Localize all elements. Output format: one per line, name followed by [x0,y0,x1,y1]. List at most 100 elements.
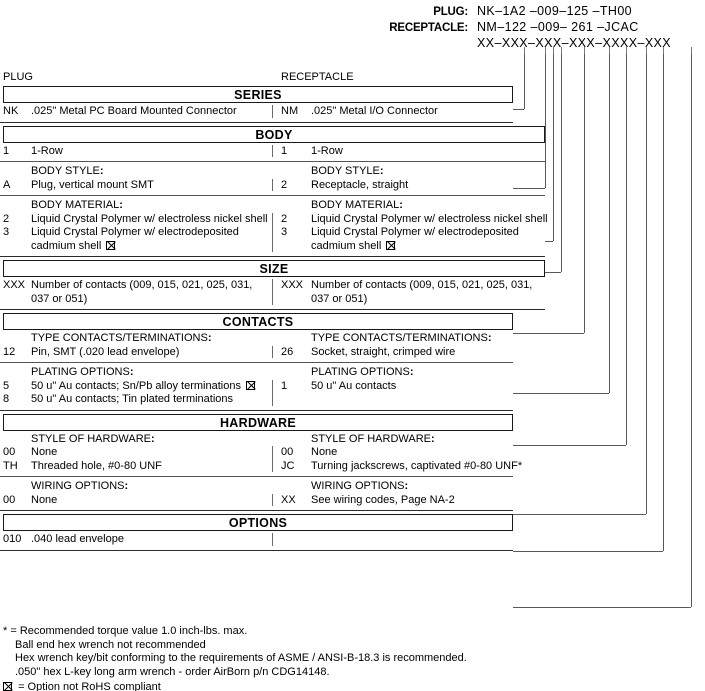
part-number-mask-row: XX–XXX–XXX–XXX–XXXX–XXX [0,36,705,51]
section-banner-body: BODY [3,125,545,143]
section-banner-size: SIZE [3,260,545,277]
rohs-x-box-icon [245,380,255,390]
section-rule [0,121,513,123]
leader-vertical-6 [626,52,627,445]
option-code-plug-5-0-0: 010 [3,533,22,545]
option-text-receptacle-0-0-0: .025" Metal I/O Connector [311,105,438,117]
leader-vertical-0 [524,52,525,109]
leader-vertical-3 [561,52,562,272]
footnote-line-0: * = Recommended torque value 1.0 inch-lb… [3,625,248,637]
column-divider-tick [272,493,273,506]
option-code-plug-1-2-1: 3 [3,226,10,238]
receptacle-part-number-label: RECEPTACLE: [389,22,468,34]
leader-horizontal-1 [513,188,545,189]
leader-horizontal-9 [513,607,691,608]
receptacle-part-number-value: NM–122 –009– 261 –JCAC [477,20,639,34]
section-banner-options: OPTIONS [3,514,513,531]
leader-horizontal-6 [513,445,626,446]
receptacle-part-number-row: RECEPTACLE: NM–122 –009– 261 –JCAC [0,20,705,36]
group-title-right-1-2: BODY MATERIAL: [311,199,403,211]
group-rule [0,161,545,162]
option-code-receptacle-1-2-1: 3 [281,226,288,238]
option-code-plug-0-0-0: NK [3,105,19,117]
option-text-plug-3-1-1: 50 u" Au contacts; Tin plated terminatio… [31,393,234,405]
group-rule [0,195,545,196]
option-text-receptacle-2-0-0: Number of contacts (009, 015, 021, 025, … [311,279,533,291]
mask-tick-1 [545,47,546,54]
option-code-plug-3-0-0: 12 [3,345,16,358]
footnote-rohs-text: = Option not RoHS compliant [18,681,161,691]
mask-tick-9 [691,47,692,54]
option-code-plug-4-0-1: TH [3,459,18,472]
mask-tick-4 [584,47,585,54]
group-rule [0,362,513,363]
leader-horizontal-2 [545,241,553,242]
section-rule [0,409,513,411]
leader-horizontal-8 [513,551,663,552]
option-text-plug-1-0-0: 1-Row [31,144,63,157]
option-code-receptacle-2-0-0: XXX [281,279,304,291]
plug-part-number-row: PLUG: NK–1A2 –009–125 –TH00 [0,4,705,20]
option-code-receptacle-1-0-0: 1 [281,144,288,157]
group-title-left-1-1: BODY STYLE: [31,165,104,177]
section-banner-contacts: CONTACTS [3,313,513,330]
column-divider-tick [272,533,273,546]
option-text2-receptacle-2-0-0: 037 or 051) [311,292,368,305]
option-code-receptacle-0-0-0: NM [281,105,299,117]
leader-vertical-8 [663,52,664,551]
option-text-receptacle-3-0-0: Socket, straight, crimped wire [311,345,456,358]
option-text-receptacle-1-0-0: 1-Row [311,144,343,157]
option-text-receptacle-4-0-1: Turning jackscrews, captivated #0-80 UNF… [311,459,523,472]
leader-vertical-7 [646,52,647,514]
option-code-receptacle-4-1-0: XX [281,493,296,506]
option-text2-receptacle-1-2-1: cadmium shell [311,240,396,254]
group-title-left-4-1: WIRING OPTIONS: [31,480,129,492]
section-rule [0,549,513,551]
plug-part-number-value: NK–1A2 –009–125 –TH00 [477,4,633,18]
mask-tick-2 [553,47,554,54]
leader-horizontal-4 [513,333,584,334]
option-code-plug-1-2-0: 2 [3,212,10,225]
column-divider-tick [272,345,273,358]
option-text-receptacle-4-1-0: See wiring codes, Page NA-2 [311,493,455,506]
column-divider-tick [272,379,273,406]
group-title-left-4-0: STYLE OF HARDWARE: [31,432,155,445]
option-code-plug-4-0-0: 00 [3,446,16,458]
option-code-plug-3-1-1: 8 [3,393,10,405]
column-divider-tick [272,446,273,472]
leader-horizontal-0 [513,109,524,110]
group-title-right-4-0: STYLE OF HARDWARE: [311,432,435,445]
option-text-plug-4-1-0: None [31,493,58,506]
leader-vertical-9 [691,52,692,607]
option-text-receptacle-1-2-1: Liquid Crystal Polymer w/ electrodeposit… [311,226,519,238]
option-text-plug-1-2-1: Liquid Crystal Polymer w/ electrodeposit… [31,226,239,238]
mask-tick-0 [524,47,525,54]
mask-tick-8 [663,47,664,54]
option-code-plug-1-0-0: 1 [3,144,10,157]
section-banner-series: SERIES [3,86,513,103]
group-title-right-1-1: BODY STYLE: [311,165,384,177]
option-text-plug-1-2-0: Liquid Crystal Polymer w/ electroless ni… [31,212,268,225]
footnote-line-3: .050" hex L-key long arm wrench - order … [15,665,330,678]
leader-vertical-2 [553,52,554,241]
option-code-plug-4-1-0: 00 [3,493,16,506]
option-text-plug-3-0-0: Pin, SMT (.020 lead envelope) [31,345,180,358]
option-text2-plug-2-0-0: 037 or 051) [31,292,88,305]
rohs-x-box-icon [3,682,12,691]
leader-horizontal-3 [545,272,561,273]
option-code-receptacle-4-0-0: 00 [281,446,294,458]
leader-vertical-1 [545,52,546,188]
option-text-plug-1-1-0: Plug, vertical mount SMT [31,178,154,191]
option-code-plug-1-1-0: A [3,178,11,191]
option-text-plug-4-0-0: None [31,446,58,458]
column-divider-tick [272,212,273,252]
group-rule [0,476,513,477]
part-number-key: PLUG: NK–1A2 –009–125 –TH00 RECEPTACLE: … [0,4,705,51]
mask-tick-6 [626,47,627,54]
group-title-right-4-1: WIRING OPTIONS: [311,480,409,492]
option-text-receptacle-1-1-0: Receptacle, straight [311,178,409,191]
column-divider-tick [272,279,273,305]
option-text-plug-5-0-0: .040 lead envelope [31,533,124,545]
option-code-receptacle-1-1-0: 2 [281,178,288,191]
footnote-rohs: = Option not RoHS compliant [3,681,161,691]
